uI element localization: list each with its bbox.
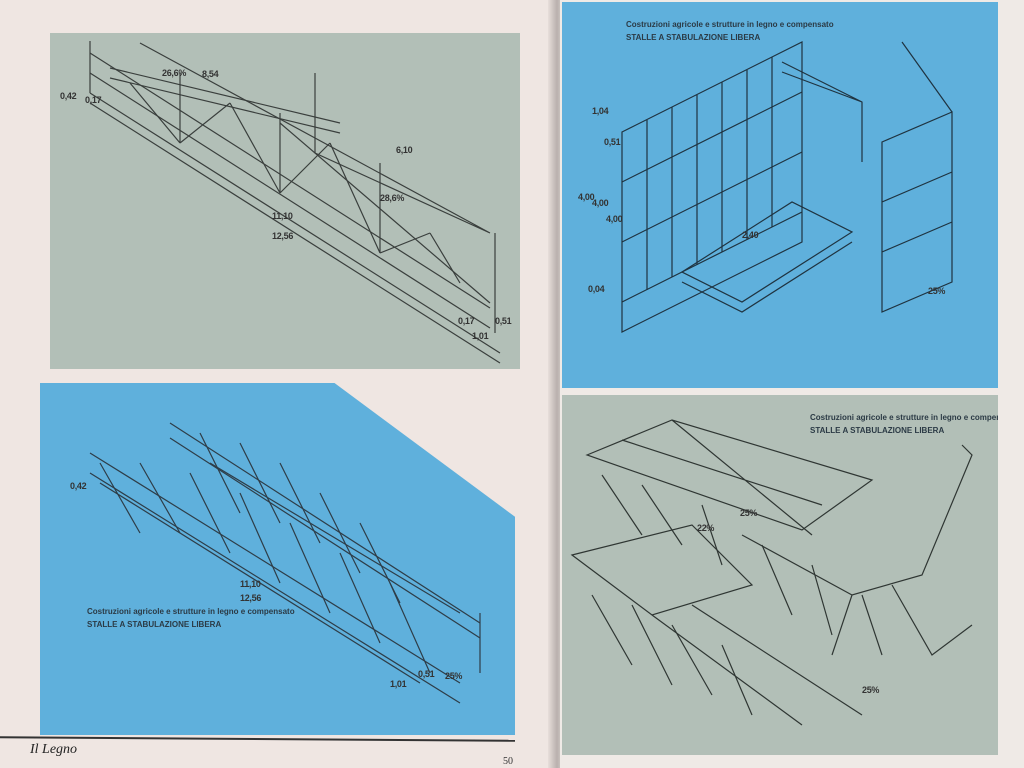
- dim-label: 25%: [740, 508, 758, 518]
- caption-line-2: STALLE A STABULAZIONE LIBERA: [810, 426, 945, 435]
- truss-drawing-panel-top: 26,6% 8,54 0,42 0,17 6,10 28,6% 11,10 12…: [50, 33, 520, 369]
- dim-label: 25%: [445, 671, 463, 681]
- page-number: 50: [503, 756, 513, 767]
- stall-elevation-panel: 1,04 0,51 4,00 4,00 4,00 2,40 0,04 25% C…: [562, 2, 998, 388]
- dim-label: 8,54: [202, 69, 219, 79]
- caption-line-1: Costruzioni agricole e strutture in legn…: [810, 413, 998, 422]
- dim-label: 1,01: [390, 679, 407, 689]
- dim-label: 2,40: [742, 230, 759, 240]
- dim-label: 4,00: [606, 214, 623, 224]
- dim-label: 0,51: [495, 316, 512, 326]
- stall-roof-drawing: [570, 419, 973, 726]
- dim-label: 26,6%: [162, 68, 187, 78]
- figure-caption: Costruzioni agricole e strutture in legn…: [810, 411, 998, 437]
- dim-label: 28,6%: [380, 193, 405, 203]
- dim-label: 12,56: [272, 231, 294, 241]
- dim-label: 22%: [697, 523, 715, 533]
- magazine-name: Il Legno: [30, 742, 78, 757]
- dim-label: 25%: [928, 286, 946, 296]
- dim-label: 0,51: [604, 137, 621, 147]
- dim-label: 25%: [862, 685, 880, 695]
- dim-label: 0,04: [588, 284, 605, 294]
- dim-label: 11,10: [240, 579, 261, 589]
- dim-label: 0,51: [418, 669, 435, 679]
- dim-label: 0,42: [70, 481, 87, 491]
- truss-drawing: [89, 41, 501, 364]
- dim-label: 1,04: [592, 106, 609, 116]
- dim-label: 4,00: [592, 198, 609, 208]
- dim-label: 1,01: [472, 331, 489, 341]
- caption-line-2: STALLE A STABULAZIONE LIBERA: [626, 33, 761, 42]
- dim-label: 0,17: [458, 316, 475, 326]
- caption-line-1: Costruzioni agricole e strutture in legn…: [626, 20, 834, 29]
- figure-caption: Costruzioni agricole e strutture in legn…: [626, 18, 834, 44]
- dim-label: 4,00: [578, 192, 595, 202]
- dim-label: 6,10: [396, 145, 413, 155]
- dim-label: 12,56: [240, 593, 262, 603]
- stall-elevation-drawing: [621, 41, 953, 333]
- double-truss-drawing: [89, 422, 481, 704]
- dim-label: 0,42: [60, 91, 77, 101]
- caption-line-1: Costruzioni agricole e strutture in legn…: [87, 607, 295, 616]
- stall-roof-panel: 25% 22% 25% Costruzioni agricole e strut…: [562, 395, 998, 755]
- dim-label: 0,17: [85, 95, 102, 105]
- dim-label: 11,10: [272, 211, 293, 221]
- caption-line-2: STALLE A STABULAZIONE LIBERA: [87, 620, 222, 629]
- figure-caption: Costruzioni agricole e strutture in legn…: [87, 605, 295, 631]
